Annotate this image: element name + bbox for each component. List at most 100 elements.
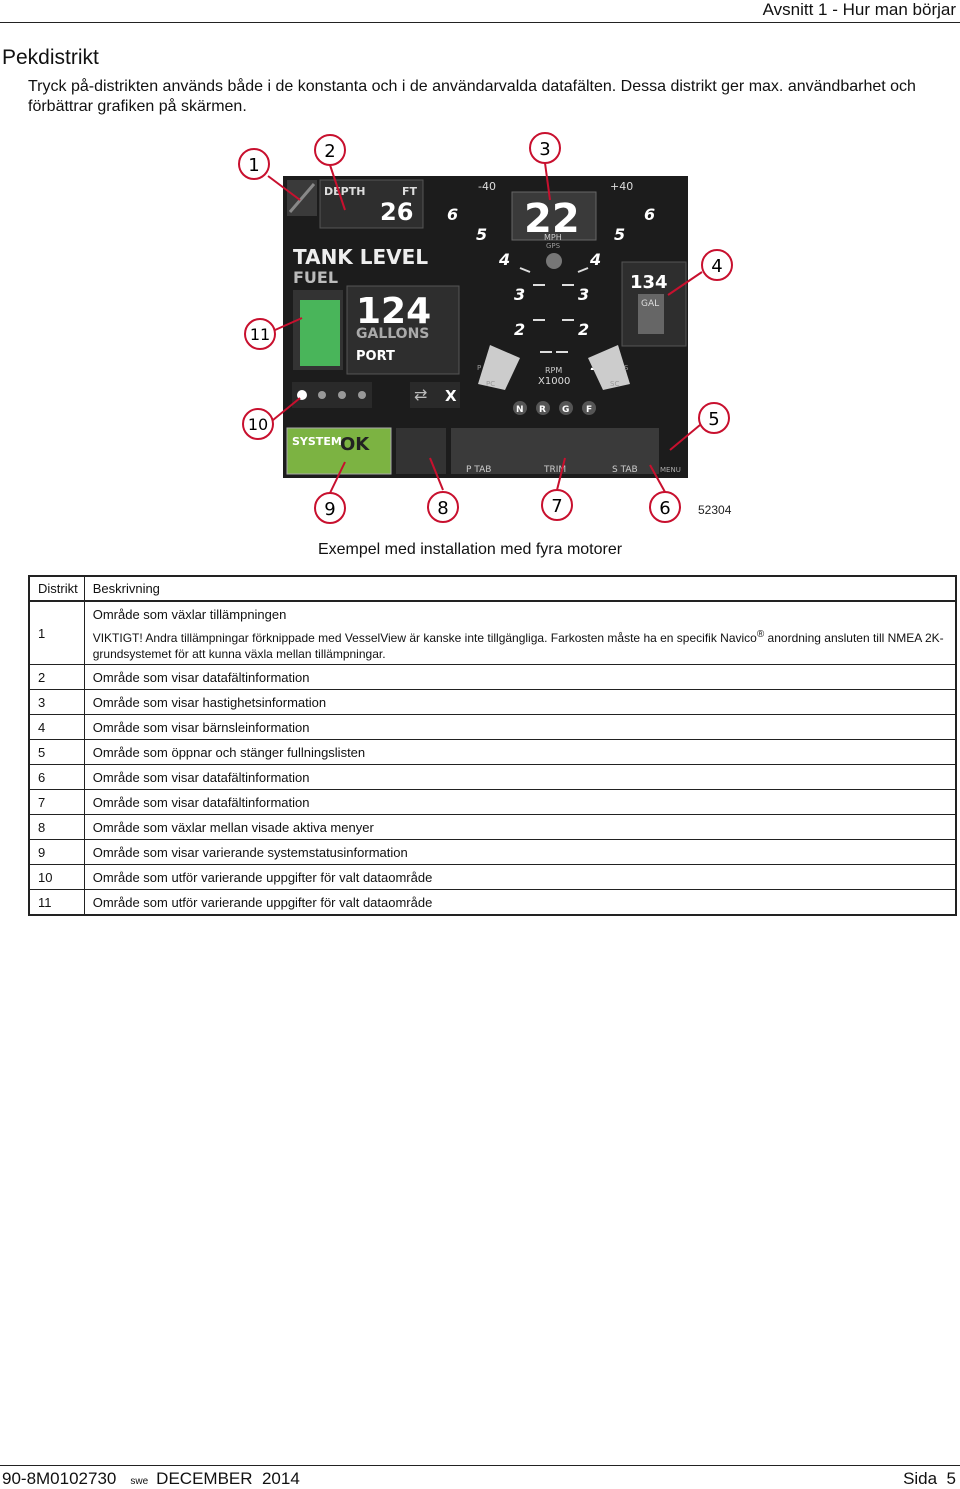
stab-label: S TAB [612, 465, 638, 475]
callout-3: 3 [529, 132, 561, 201]
gallons-box [346, 285, 460, 375]
gal-label: GAL [641, 299, 659, 309]
svg-text:PC: PC [486, 380, 495, 388]
footer-rule [0, 1465, 960, 1466]
svg-text:1: 1 [248, 155, 259, 176]
fuel-menu-tile [396, 428, 446, 474]
depth-value: 26 [380, 198, 413, 226]
gal-value: 134 [630, 272, 668, 293]
gallons-label: GALLONS [356, 326, 429, 342]
speed-unit: MPH [544, 233, 562, 242]
svg-text:SC: SC [610, 380, 619, 388]
figure-caption: Exempel med installation med fyra motore… [317, 541, 623, 558]
row-description: Område som växlar tillämpningen [92, 607, 287, 622]
svg-text:R: R [539, 405, 546, 415]
svg-text:5: 5 [614, 225, 625, 244]
svg-text:G: G [562, 405, 569, 415]
brand-logo [546, 253, 562, 269]
svg-text:3: 3 [514, 285, 525, 304]
rpm-arc-right [588, 345, 630, 390]
svg-text:F: F [586, 405, 592, 415]
svg-text:⇄: ⇄ [414, 385, 427, 404]
svg-text:5: 5 [476, 225, 487, 244]
intro-paragraph: Tryck på-distrikten används både i de ko… [28, 78, 916, 115]
close-x: X [445, 387, 457, 405]
svg-text:6: 6 [659, 498, 670, 519]
trim-label: TRIM [543, 465, 566, 475]
page-number: Sida 5 [903, 1469, 956, 1488]
ok-label: OK [340, 434, 370, 455]
svg-text:11: 11 [250, 325, 270, 344]
trim-tabs-tile [451, 428, 659, 474]
callout-1: 1 [238, 148, 301, 201]
speed-value: 22 [524, 196, 580, 242]
col-header-description: Beskrivning [84, 575, 956, 602]
ptab-label: P TAB [466, 465, 491, 475]
svg-text:9: 9 [324, 499, 335, 520]
svg-text:P: P [477, 364, 481, 372]
callouts: 1 2 3 4 5 6 7 8 9 10 11 [238, 132, 733, 524]
callout-5: 5 [669, 402, 730, 451]
row-number: 1 [29, 600, 85, 665]
important-note: VIKTIGT! Andra tillämpningar förknippade… [92, 629, 944, 661]
gear-indicators: N R G F [513, 401, 596, 415]
svg-text:3: 3 [578, 285, 589, 304]
port-label: PORT [356, 349, 395, 364]
tank-subtitle: FUEL [293, 268, 338, 287]
svg-text:N: N [516, 405, 524, 415]
footer-doc-info: 90-8M0102730 swe DECEMBER 2014 [2, 1469, 300, 1489]
svg-text:2: 2 [578, 320, 589, 339]
rpm-arc-left [478, 345, 520, 390]
svg-text:3: 3 [539, 139, 550, 160]
callout-6: 6 [649, 464, 681, 523]
callout-10: 10 [242, 397, 301, 440]
doc-number: 90-8M0102730 [2, 1469, 117, 1488]
svg-text:6: 6 [447, 205, 458, 224]
district-table: Distrikt Beskrivning 1 Område som växlar… [28, 575, 957, 916]
callout-11: 11 [244, 317, 303, 350]
svg-text:6: 6 [644, 205, 655, 224]
gallons-value: 124 [356, 291, 431, 332]
tachometer-numbers: 6 5 4 3 2 1 6 5 4 3 2 1 [447, 205, 655, 374]
fuel-gauge-fill [300, 300, 340, 366]
page-title: Pekdistrikt [2, 46, 99, 69]
tachometer-ticks [519, 267, 589, 353]
svg-text:2: 2 [514, 320, 525, 339]
svg-text:7: 7 [551, 496, 562, 517]
speed-source: GPS [546, 242, 561, 250]
system-status-tile [286, 427, 392, 475]
figure-number: 52304 [698, 503, 732, 517]
table-row: 1 Område som växlar tillämpningen VIKTIG… [29, 600, 956, 665]
speed-box [511, 191, 597, 241]
callout-9: 9 [314, 461, 346, 524]
svg-text:4: 4 [498, 250, 510, 269]
callout-8: 8 [427, 457, 459, 523]
trim-right: +40 [610, 180, 633, 193]
rpm-scale: X1000 [538, 376, 570, 387]
system-label: SYSTEM [292, 435, 342, 448]
trim-left: -40 [478, 180, 496, 193]
dashboard-figure: DEPTH FT 26 TANK LEVEL FUEL 124 GALLONS … [238, 132, 733, 524]
section-header: Avsnitt 1 - Hur man börjar [762, 0, 956, 19]
svg-text:4: 4 [589, 250, 601, 269]
menu-label: MENU [660, 466, 681, 474]
doc-date: DECEMBER 2014 [156, 1469, 300, 1488]
callout-4: 4 [667, 249, 733, 296]
depth-box [319, 179, 424, 229]
col-header-district: Distrikt [29, 575, 85, 602]
language-code: swe [130, 1476, 149, 1487]
depth-label: DEPTH [324, 185, 365, 198]
svg-text:10: 10 [248, 415, 268, 434]
svg-text:S: S [624, 364, 629, 372]
callout-7: 7 [541, 457, 573, 521]
